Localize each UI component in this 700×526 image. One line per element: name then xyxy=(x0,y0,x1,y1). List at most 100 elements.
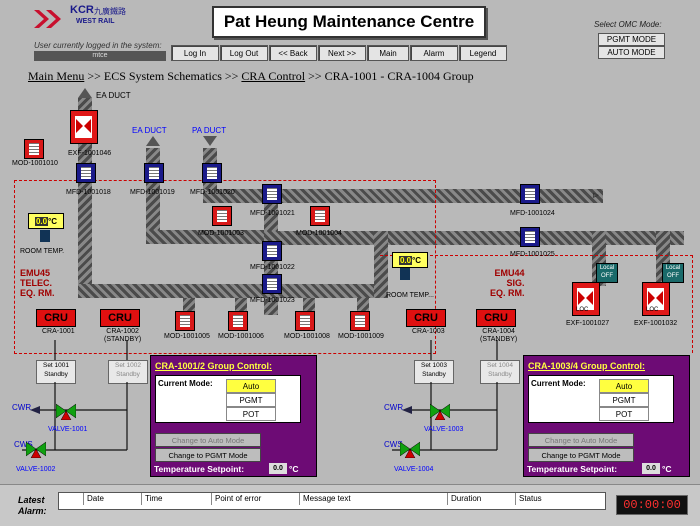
breadcrumb: Main Menu >> ECS System Schematics >> CR… xyxy=(28,69,474,84)
back-button[interactable]: << Back xyxy=(269,45,317,61)
valve-label: VALVE-1001 xyxy=(48,426,88,433)
setpoint-unit: °C xyxy=(289,464,299,474)
alarm-col-date: Date xyxy=(84,493,142,505)
alarm-button[interactable]: Alarm xyxy=(410,45,458,61)
damper-label: MOD-1001009 xyxy=(338,333,384,340)
user-label: User currently logged in the system: xyxy=(34,41,162,50)
damper-mfd-1001021-icon[interactable] xyxy=(262,184,282,204)
damper-mod-1001006-icon[interactable] xyxy=(228,311,248,331)
change-to-pgmt-button[interactable]: Change to PGMT Mode xyxy=(528,448,634,462)
valve-1001-icon[interactable] xyxy=(56,402,76,420)
breadcrumb-main-menu[interactable]: Main Menu xyxy=(28,69,85,83)
duct-segment xyxy=(235,298,247,314)
damper-mod-1001009-icon[interactable] xyxy=(350,311,370,331)
damper-label: MFD-1001025 xyxy=(510,251,555,258)
fan-exf-1001027-icon[interactable] xyxy=(572,282,600,316)
damper-mod-1001008-icon[interactable] xyxy=(295,311,315,331)
alarm-col-time: Time xyxy=(142,493,212,505)
damper-mod-1001004-icon[interactable] xyxy=(310,206,330,226)
alarm-table[interactable] xyxy=(58,492,606,510)
room-temp-right-readout: 0.0°C xyxy=(392,252,428,268)
login-button[interactable]: Log In xyxy=(171,45,219,61)
damper-label: MFD-1001019 xyxy=(130,189,175,196)
main-button[interactable]: Main xyxy=(367,45,409,61)
damper-mod-1001005-icon[interactable] xyxy=(175,311,195,331)
room-temp-label: ROOM TEMP. xyxy=(20,248,65,255)
latest-alarm-label: Latest Alarm: xyxy=(18,495,47,516)
valve-1004-icon[interactable] xyxy=(400,440,420,458)
change-to-auto-button[interactable]: Change to Auto Mode xyxy=(528,433,634,447)
room-boundary-emu44 xyxy=(380,255,693,353)
damper-mod-1001003-icon[interactable] xyxy=(212,206,232,226)
mode-pot: POT xyxy=(226,407,276,421)
cru-1001-button[interactable]: CRU xyxy=(36,309,76,327)
setpoint-unit: °C xyxy=(662,464,672,474)
current-mode-label: Current Mode: xyxy=(531,379,586,388)
damper-label: MFD-1001018 xyxy=(66,189,111,196)
duct-segment xyxy=(78,284,388,298)
loc-label: LOC xyxy=(576,307,589,313)
valve-label: VALVE-1003 xyxy=(424,426,464,433)
setpoint-label: Temperature Setpoint: xyxy=(527,464,618,474)
cru-name: CRA-1002 (STANDBY) xyxy=(104,328,142,343)
setpoint-value[interactable]: 0.0 xyxy=(642,463,660,474)
room-label-emu45: EMU45 TELEC. EQ. RM. xyxy=(20,268,55,298)
set-1003-standby-button[interactable]: Set 1003 Standby xyxy=(414,360,454,384)
breadcrumb-cra-control[interactable]: CRA Control xyxy=(241,69,306,83)
damper-label: MOD-1001010 xyxy=(12,160,58,167)
duct-segment xyxy=(357,298,369,314)
cwr-label: CWR xyxy=(384,403,404,412)
cru-1003-button[interactable]: CRU xyxy=(406,309,446,327)
cru-name: CRA-1004 (STANDBY) xyxy=(480,328,518,343)
omc-mode-label: Select OMC Mode: xyxy=(594,20,662,29)
damper-mfd-1001018-icon[interactable] xyxy=(76,163,96,183)
set-1001-standby-button[interactable]: Set 1001 Standby xyxy=(36,360,76,384)
breadcrumb-sep: >> xyxy=(221,69,242,83)
damper-label: MFD-1001021 xyxy=(250,210,295,217)
current-mode-box: Current Mode: Auto PGMT POT xyxy=(155,375,301,423)
damper-label: MOD-1001003 xyxy=(198,230,244,237)
damper-mod-1001010-icon[interactable] xyxy=(24,139,44,159)
duct-segment xyxy=(146,230,271,244)
arrow-up-icon xyxy=(146,136,160,146)
next-button[interactable]: Next >> xyxy=(318,45,366,61)
room-temp-left-readout: 0.0°C xyxy=(28,213,64,229)
mode-auto: Auto xyxy=(226,379,276,393)
logo-text: KCR xyxy=(70,4,94,16)
ea-duct-label: EA DUCT xyxy=(96,91,131,100)
set-1002-standby-button[interactable]: Set 1002 Standby xyxy=(108,360,148,384)
damper-mfd-1001020-icon[interactable] xyxy=(202,163,222,183)
set-1004-standby-button[interactable]: Set 1004 Standby xyxy=(480,360,520,384)
alarm-col-blank xyxy=(58,493,84,505)
room-temp-label: ROOM TEMP... xyxy=(386,292,434,299)
pgmt-mode-button[interactable]: PGMT MODE xyxy=(598,33,665,46)
page-title: Pat Heung Maintenance Centre xyxy=(212,6,486,38)
setpoint-value[interactable]: 0.0 xyxy=(269,463,287,474)
damper-mfd-1001024-icon[interactable] xyxy=(520,184,540,204)
room-temp-unit: °C xyxy=(412,255,422,265)
auto-mode-button[interactable]: AUTO MODE xyxy=(598,46,665,59)
thermostat-icon xyxy=(400,268,410,280)
alarm-col-status: Status xyxy=(519,494,542,503)
duct-segment xyxy=(183,298,195,314)
fan-exf-1001032-icon[interactable] xyxy=(642,282,670,316)
arrow-down-icon xyxy=(203,136,217,146)
current-mode-label: Current Mode: xyxy=(158,379,213,388)
damper-mfd-1001019-icon[interactable] xyxy=(144,163,164,183)
damper-mfd-1001023-icon[interactable] xyxy=(262,274,282,294)
panel-title: CRA-1003/4 Group Control: xyxy=(528,361,646,371)
change-to-pgmt-button[interactable]: Change to PGMT Mode xyxy=(155,448,261,462)
room-label-emu44: EMU44 SIG. EQ. RM. xyxy=(490,268,525,298)
logout-button[interactable]: Log Out xyxy=(220,45,268,61)
valve-1003-icon[interactable] xyxy=(430,402,450,420)
duct-segment xyxy=(264,231,684,245)
legend-button[interactable]: Legend xyxy=(459,45,507,61)
valve-1002-icon[interactable] xyxy=(26,440,46,458)
damper-label: MOD-1001008 xyxy=(284,333,330,340)
change-to-auto-button[interactable]: Change to Auto Mode xyxy=(155,433,261,447)
damper-mfd-1001022-icon[interactable] xyxy=(262,241,282,261)
cru-1004-button[interactable]: CRU xyxy=(476,309,516,327)
cru-1002-button[interactable]: CRU xyxy=(100,309,140,327)
damper-mfd-1001025-icon[interactable] xyxy=(520,227,540,247)
fan-exf-1001046-icon[interactable] xyxy=(70,110,98,144)
